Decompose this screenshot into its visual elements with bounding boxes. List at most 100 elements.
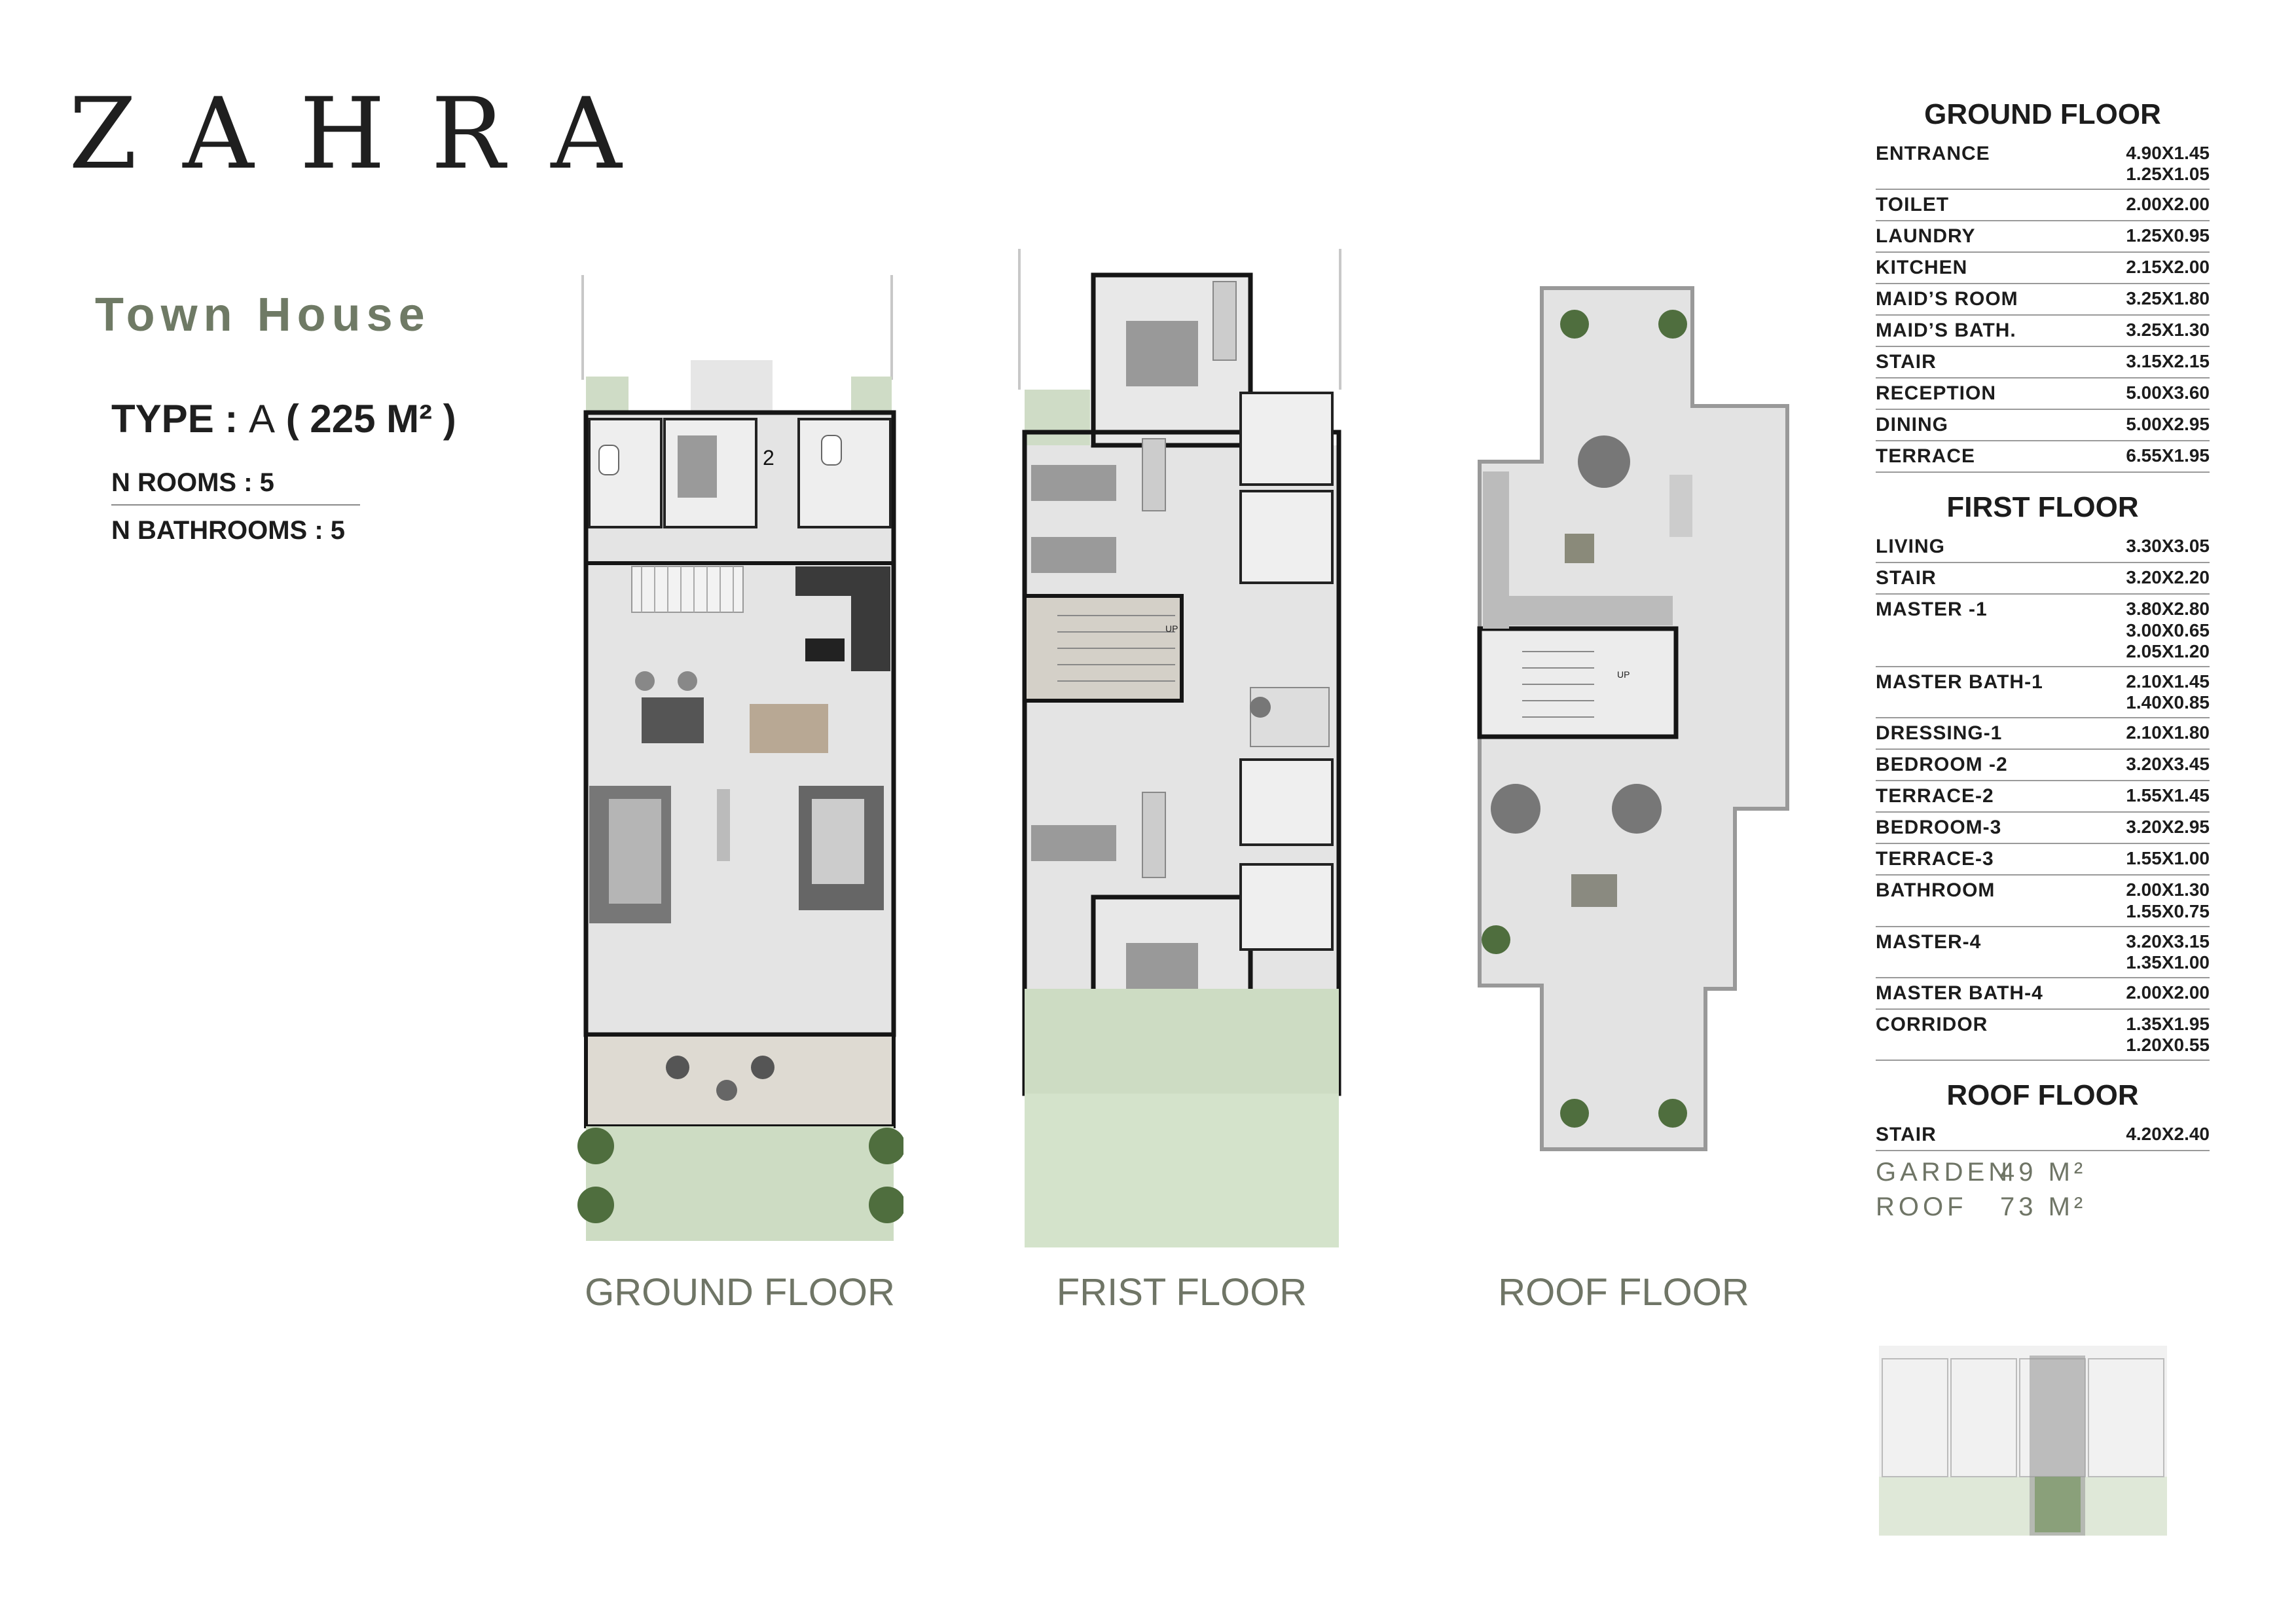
first-floor-title: FIRST FLOOR (1946, 491, 2139, 524)
room-dimensions: 3.20X2.95 (2126, 817, 2210, 839)
room-dimensions: 4.20X2.40 (2126, 1124, 2210, 1146)
room-name: MAID’S ROOM (1876, 288, 2018, 310)
room-dimensions: 2.00X2.00 (2126, 194, 2210, 216)
dimension-value: 5.00X2.95 (2126, 414, 2210, 435)
room-name: MASTER -1 (1876, 599, 1988, 621)
type-area: ( 225 M² ) (285, 397, 456, 441)
area-value: 73 M² (2000, 1192, 2087, 1222)
room-dimensions: 3.20X3.45 (2126, 754, 2210, 776)
stair-number: 2 (763, 446, 774, 470)
room-dimensions: 3.30X3.05 (2126, 536, 2210, 558)
room-dimensions: 3.25X1.80 (2126, 288, 2210, 310)
schedule-row: STAIR 4.20X2.40 (1876, 1120, 2210, 1152)
dimension-value: 3.80X2.80 (2126, 599, 2210, 619)
room-dimensions: 3.20X2.20 (2126, 567, 2210, 589)
dimension-value: 2.10X1.80 (2126, 722, 2210, 743)
dimension-value: 1.20X0.55 (2126, 1035, 2210, 1056)
dimension-value: 3.25X1.80 (2126, 288, 2210, 309)
dimension-value: 1.55X1.45 (2126, 785, 2210, 806)
room-name: STAIR (1876, 351, 1937, 373)
room-name: TERRACE-3 (1876, 848, 1994, 870)
room-dimensions: 5.00X2.95 (2126, 414, 2210, 436)
room-dimensions: 3.15X2.15 (2126, 351, 2210, 373)
roof-floor-plan: UP (1477, 286, 1789, 1151)
schedule-row: TERRACE-3 1.55X1.00 (1876, 844, 2210, 876)
room-dimensions: 1.25X0.95 (2126, 225, 2210, 248)
first-floor-plan: UP (1018, 249, 1341, 1247)
schedule-row: STAIR 3.15X2.15 (1876, 347, 2210, 379)
schedule-row: DRESSING-1 2.10X1.80 (1876, 718, 2210, 750)
schedule-row: TOILET 2.00X2.00 (1876, 190, 2210, 222)
room-name: MASTER-4 (1876, 931, 1982, 953)
stair-up-label: UP (1165, 623, 1178, 634)
dimension-value: 3.25X1.30 (2126, 320, 2210, 341)
schedule-row: DINING 5.00X2.95 (1876, 410, 2210, 442)
dimension-value: 1.35X1.00 (2126, 951, 2210, 972)
schedule-row: LIVING 3.30X3.05 (1876, 532, 2210, 564)
schedule-row: TERRACE 6.55X1.95 (1876, 441, 2210, 473)
room-name: MASTER BATH-4 (1876, 982, 2043, 1005)
rooms-count: N ROOMS : 5 (111, 468, 274, 497)
room-name: DRESSING-1 (1876, 722, 2003, 745)
room-name: MASTER BATH-1 (1876, 671, 2043, 693)
divider (111, 504, 360, 506)
product-name: Town House (95, 289, 431, 341)
roof-stair-up-label: UP (1617, 669, 1630, 680)
room-name: STAIR (1876, 1124, 1937, 1146)
dimension-value: 2.00X2.00 (2126, 194, 2210, 215)
dimension-value: 6.55X1.95 (2126, 445, 2210, 466)
room-name: RECEPTION (1876, 382, 1997, 405)
area-row: ROOF 73 M² (1876, 1192, 2210, 1222)
schedule-row: MAID’S ROOM 3.25X1.80 (1876, 284, 2210, 316)
room-name: DINING (1876, 414, 1948, 436)
area-label: ROOF (1876, 1192, 1967, 1222)
dimension-value: 4.20X2.40 (2126, 1124, 2210, 1145)
dimension-value: 2.15X2.00 (2126, 257, 2210, 278)
room-name: CORRIDOR (1876, 1014, 1988, 1036)
room-name: TERRACE-2 (1876, 785, 1994, 807)
room-name: TOILET (1876, 194, 1950, 216)
dimension-value: 3.20X3.45 (2126, 754, 2210, 775)
room-name: ENTRANCE (1876, 143, 1990, 164)
dimension-value: 2.10X1.45 (2126, 671, 2210, 692)
area-label: GARDEN (1876, 1158, 2012, 1187)
zahra-logo: ZAHRA (69, 77, 668, 191)
type-value: A (249, 397, 276, 441)
dimension-value: 5.00X3.60 (2126, 382, 2210, 403)
dimension-value: 1.25X0.95 (2126, 225, 2210, 246)
dimension-value: 1.55X1.00 (2126, 848, 2210, 869)
schedule-row: MASTER BATH-4 2.00X2.00 (1876, 978, 2210, 1010)
room-dimensions: 5.00X3.60 (2126, 382, 2210, 405)
dimension-value: 3.20X2.20 (2126, 567, 2210, 588)
dimension-value: 3.20X3.15 (2126, 931, 2210, 951)
dimension-value: 3.20X2.95 (2126, 817, 2210, 838)
type-label: TYPE : (111, 397, 238, 441)
room-name: LIVING (1876, 536, 1946, 558)
schedule-row: TERRACE-2 1.55X1.45 (1876, 781, 2210, 813)
room-name: TERRACE (1876, 445, 1976, 468)
room-name: MAID’S BATH. (1876, 320, 2016, 342)
first-floor-label: FRIST FLOOR (1056, 1271, 1307, 1314)
ground-floor-plan: 2 (577, 275, 903, 1241)
room-dimensions: 6.55X1.95 (2126, 445, 2210, 468)
room-name: KITCHEN (1876, 257, 1968, 279)
room-dimensions: 2.10X1.80 (2126, 722, 2210, 745)
room-dimensions: 2.15X2.00 (2126, 257, 2210, 279)
type-line: TYPE : A ( 225 M² ) (111, 396, 456, 441)
dimension-value: 2.00X1.30 (2126, 879, 2210, 900)
room-name: BATHROOM (1876, 879, 1995, 902)
dimension-value: 2.00X2.00 (2126, 982, 2210, 1003)
dimension-value: 2.05X1.20 (2126, 640, 2210, 661)
